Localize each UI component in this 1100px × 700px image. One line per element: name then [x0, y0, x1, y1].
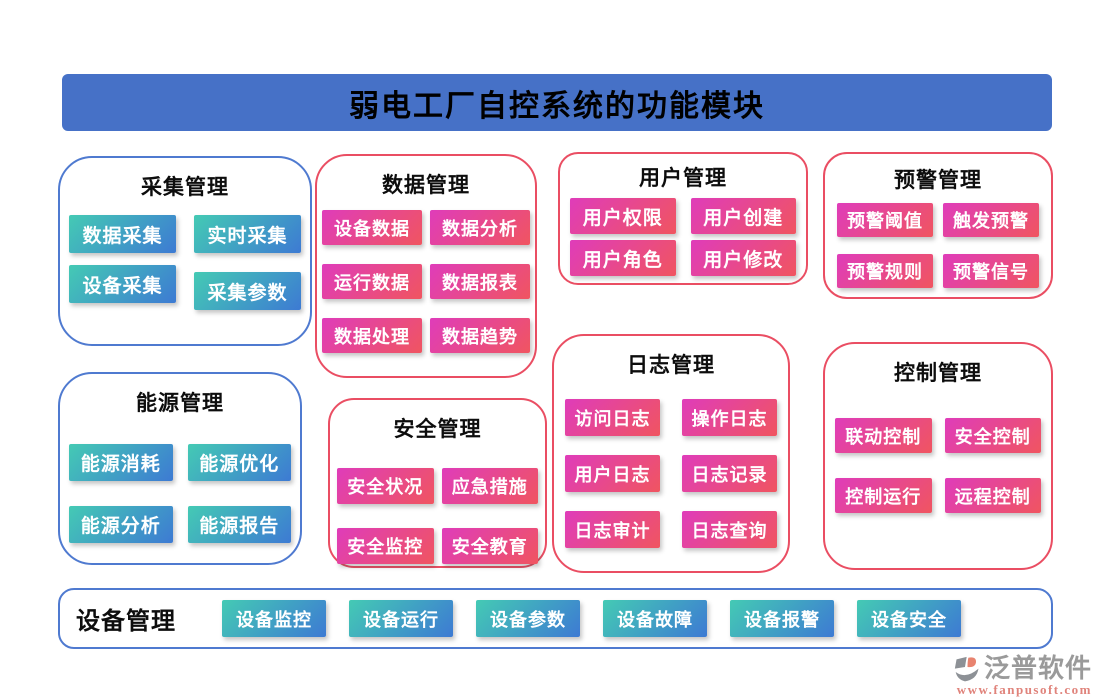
- panel-security-management: 安全管理 安全状况 应急措施 安全监控 安全教育: [328, 398, 547, 568]
- page-title: 弱电工厂自控系统的功能模块: [349, 89, 765, 123]
- panel-device-management: 设备管理 设备监控 设备运行 设备参数 设备故障 设备报警 设备安全: [58, 588, 1053, 649]
- button-grid: 数据采集 实时采集 设备采集 采集参数: [60, 215, 310, 310]
- module-button[interactable]: 用户修改: [690, 240, 796, 276]
- module-button[interactable]: 设备运行: [349, 600, 453, 637]
- module-button[interactable]: 能源消耗: [69, 444, 173, 481]
- module-button[interactable]: 联动控制: [835, 418, 932, 453]
- module-button[interactable]: 远程控制: [944, 478, 1041, 513]
- panel-warning-management: 预警管理 预警阈值 触发预警 预警规则 预警信号: [823, 152, 1053, 299]
- panel-title: 数据管理: [382, 173, 470, 197]
- module-button[interactable]: 安全状况: [337, 468, 434, 504]
- module-button[interactable]: 实时采集: [194, 215, 301, 253]
- module-button[interactable]: 日志查询: [682, 511, 777, 548]
- module-button[interactable]: 数据采集: [69, 215, 176, 253]
- panel-data-management: 数据管理 设备数据 数据分析 运行数据 数据报表 数据处理 数据趋势: [315, 154, 537, 378]
- module-button[interactable]: 数据分析: [430, 210, 530, 245]
- module-button[interactable]: 预警规则: [837, 254, 933, 288]
- module-button[interactable]: 应急措施: [441, 468, 538, 504]
- module-button[interactable]: 设备安全: [857, 600, 961, 637]
- module-button[interactable]: 设备故障: [603, 600, 707, 637]
- brand-url: www.fanpusoft.com: [956, 681, 1092, 697]
- button-grid: 设备数据 数据分析 运行数据 数据报表 数据处理 数据趋势: [317, 210, 535, 353]
- module-button[interactable]: 预警阈值: [837, 203, 933, 237]
- module-button[interactable]: 数据报表: [430, 264, 530, 299]
- module-button[interactable]: 预警信号: [943, 254, 1039, 288]
- module-button[interactable]: 能源优化: [187, 444, 291, 481]
- module-button[interactable]: 触发预警: [943, 203, 1039, 237]
- module-button[interactable]: 用户角色: [570, 240, 676, 276]
- panel-collection-management: 采集管理 数据采集 实时采集 设备采集 采集参数: [58, 156, 312, 346]
- module-button[interactable]: 设备参数: [476, 600, 580, 637]
- panel-title: 设备管理: [76, 609, 176, 635]
- module-button[interactable]: 设备数据: [322, 210, 422, 245]
- panel-title: 用户管理: [639, 166, 727, 190]
- module-button[interactable]: 安全教育: [441, 528, 538, 564]
- module-button[interactable]: 数据趋势: [430, 318, 530, 353]
- module-button[interactable]: 设备报警: [730, 600, 834, 637]
- button-grid: 能源消耗 能源优化 能源分析 能源报告: [60, 444, 300, 543]
- module-button[interactable]: 控制运行: [835, 478, 932, 513]
- button-grid: 安全状况 应急措施 安全监控 安全教育: [330, 468, 545, 564]
- panel-user-management: 用户管理 用户权限 用户创建 用户角色 用户修改: [558, 152, 808, 285]
- panel-title: 日志管理: [627, 353, 715, 377]
- brand-footer: 泛普软件 www.fanpusoft.com: [954, 656, 1092, 697]
- module-button[interactable]: 安全监控: [337, 528, 434, 564]
- panel-title: 控制管理: [894, 361, 982, 385]
- button-grid: 访问日志 操作日志 用户日志 日志记录 日志审计 日志查询: [554, 399, 788, 548]
- module-button[interactable]: 设备监控: [222, 600, 326, 637]
- module-button[interactable]: 采集参数: [194, 272, 301, 310]
- module-button[interactable]: 设备采集: [69, 265, 176, 303]
- module-button[interactable]: 用户日志: [565, 455, 660, 492]
- module-button[interactable]: 安全控制: [944, 418, 1041, 453]
- title-banner: 弱电工厂自控系统的功能模块: [62, 74, 1052, 131]
- module-button[interactable]: 用户创建: [690, 198, 796, 234]
- panel-log-management: 日志管理 访问日志 操作日志 用户日志 日志记录 日志审计 日志查询: [552, 334, 790, 573]
- module-button[interactable]: 运行数据: [322, 264, 422, 299]
- button-grid: 用户权限 用户创建 用户角色 用户修改: [560, 198, 806, 276]
- brand-name: 泛普软件: [983, 654, 1092, 684]
- fanpu-logo-icon: [954, 656, 979, 682]
- button-grid: 预警阈值 触发预警 预警规则 预警信号: [825, 203, 1051, 288]
- module-button[interactable]: 用户权限: [570, 198, 676, 234]
- module-button[interactable]: 日志记录: [682, 455, 777, 492]
- button-row: 设备监控 设备运行 设备参数 设备故障 设备报警 设备安全: [222, 600, 961, 637]
- panel-control-management: 控制管理 联动控制 安全控制 控制运行 远程控制: [823, 342, 1053, 570]
- button-grid: 联动控制 安全控制 控制运行 远程控制: [825, 418, 1051, 513]
- module-button[interactable]: 能源报告: [187, 506, 291, 543]
- panel-title: 采集管理: [141, 175, 229, 199]
- panel-title: 能源管理: [136, 391, 224, 415]
- panel-title: 安全管理: [393, 417, 482, 441]
- module-button[interactable]: 数据处理: [322, 318, 422, 353]
- panel-title: 预警管理: [894, 168, 982, 192]
- module-button[interactable]: 访问日志: [565, 399, 660, 436]
- module-button[interactable]: 日志审计: [565, 511, 660, 548]
- module-button[interactable]: 能源分析: [69, 506, 173, 543]
- panel-energy-management: 能源管理 能源消耗 能源优化 能源分析 能源报告: [58, 372, 302, 565]
- module-button[interactable]: 操作日志: [682, 399, 777, 436]
